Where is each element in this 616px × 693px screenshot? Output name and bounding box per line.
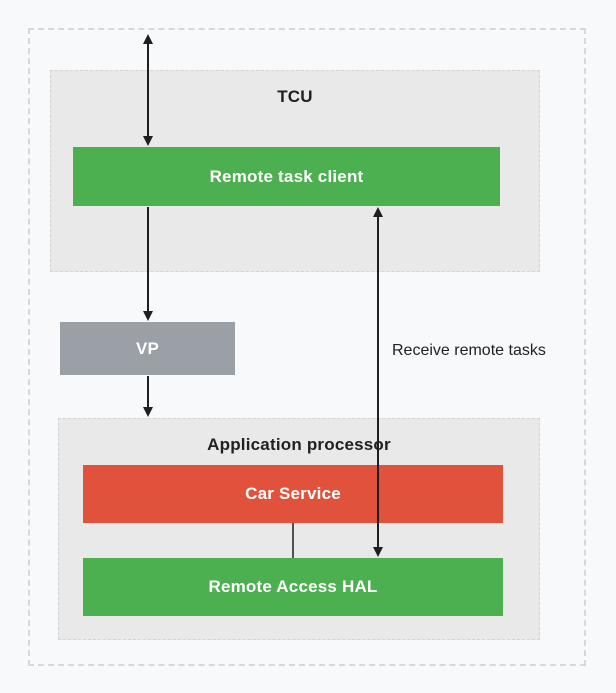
receive-remote-tasks-label: Receive remote tasks (392, 342, 546, 359)
remote-task-client-box: Remote task client (73, 147, 500, 206)
remote-access-hal-box: Remote Access HAL (83, 558, 503, 616)
vp-box: VP (60, 322, 235, 375)
car-service-box: Car Service (83, 465, 503, 523)
outer-dashed-boundary (28, 28, 586, 666)
tcu-title: TCU (277, 87, 313, 106)
application-processor-title: Application processor (207, 435, 391, 454)
